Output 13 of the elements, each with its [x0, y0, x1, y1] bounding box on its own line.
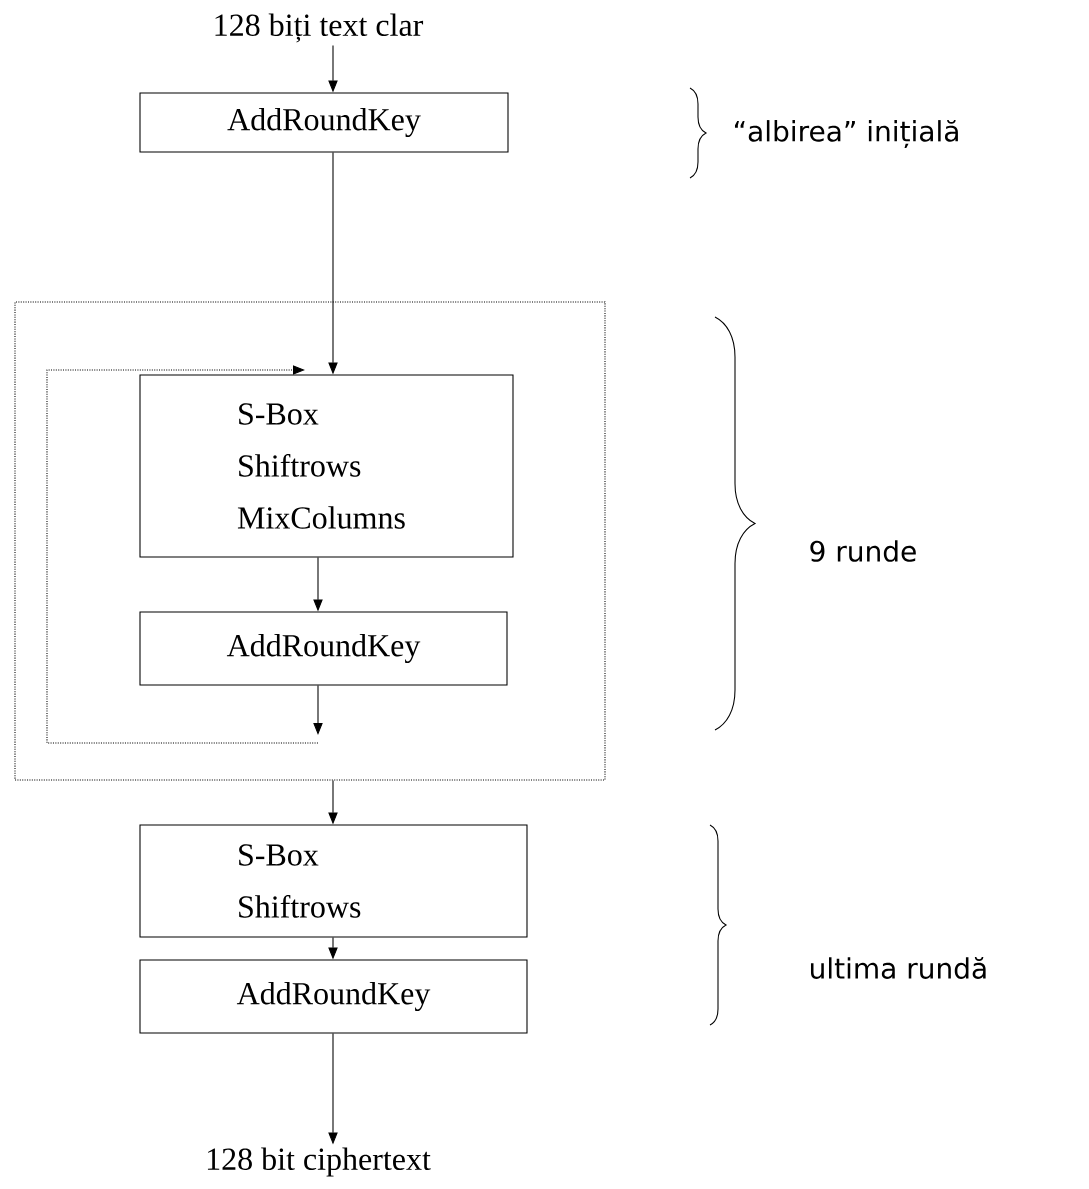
arrow	[313, 685, 323, 735]
brace-label: ultima rundă	[811, 957, 986, 979]
io-text: 128 bit ciphertext	[207, 1147, 431, 1177]
feedback-arrow	[46, 365, 319, 744]
process-box: S-Box Shiftrows MixColumns	[139, 374, 514, 558]
brace-label: 9 runde	[810, 540, 916, 562]
process-box: S-Box Shiftrows	[139, 824, 528, 938]
process-box: AddRoundKey	[139, 611, 508, 686]
brace-label: “albirea” inițială	[735, 119, 958, 149]
loop-frame	[14, 301, 606, 781]
io-text: 128 biți text clar	[215, 13, 424, 43]
process-box: AddRoundKey	[139, 959, 528, 1034]
process-box: AddRoundKey	[139, 92, 509, 153]
